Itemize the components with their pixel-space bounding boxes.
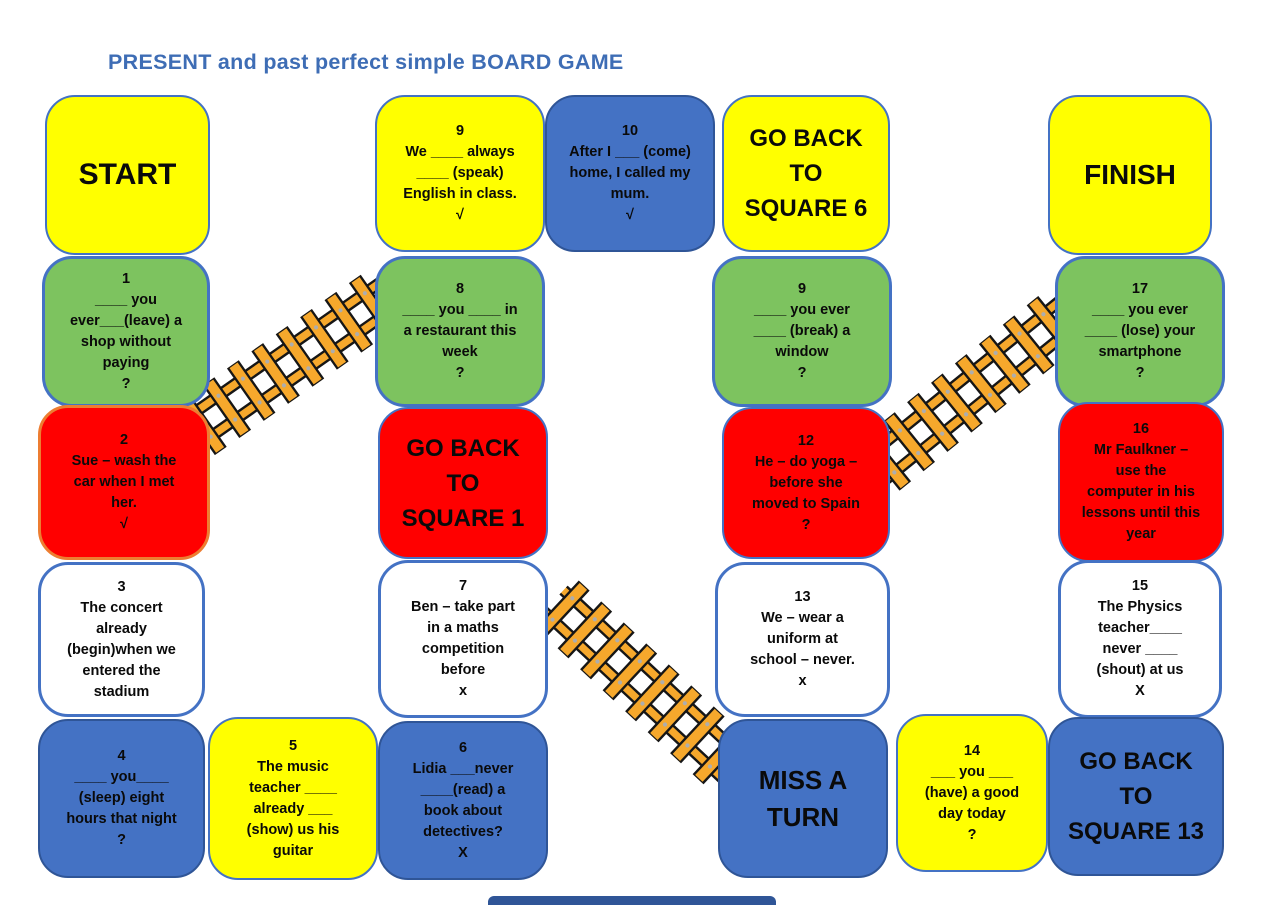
square-text: After I ___ (come) home, I called my mum… bbox=[569, 144, 691, 223]
square-17: 17 ____ you ever ____ (lose) your smartp… bbox=[1055, 256, 1225, 407]
square-label: GO BACK TO SQUARE 1 bbox=[401, 434, 525, 532]
square-text: Sue – wash the car when I met her. √ bbox=[71, 453, 177, 532]
square-3: 3 The concert already (begin)when we ent… bbox=[38, 562, 205, 717]
square-number: 16 bbox=[1132, 421, 1150, 437]
square-text: Lidia ___never ____(read) a book about d… bbox=[412, 760, 514, 861]
ladder-right-icon bbox=[856, 286, 1091, 493]
square-number: 5 bbox=[288, 737, 298, 754]
square-number: 1 bbox=[121, 270, 131, 287]
square-number: 3 bbox=[117, 578, 126, 595]
square-5: 5 The music teacher ____ already ___ (sh… bbox=[208, 717, 378, 880]
square-label: START bbox=[78, 158, 177, 191]
square-go-back-to-13: GO BACK TO SQUARE 13 bbox=[1048, 717, 1224, 876]
page-title: PRESENT and past perfect simple BOARD GA… bbox=[108, 50, 624, 74]
ladder-middle-icon bbox=[532, 577, 758, 794]
square-label: GO BACK TO SQUARE 6 bbox=[744, 125, 868, 222]
square-text: ___ you ___ (have) a good day today ? bbox=[924, 763, 1020, 843]
square-text: The Physics teacher____ never ____ (shou… bbox=[1096, 599, 1184, 699]
square-2: 2 Sue – wash the car when I met her. √ bbox=[38, 405, 210, 560]
square-number: 14 bbox=[963, 742, 981, 759]
square-go-back-to-6: GO BACK TO SQUARE 6 bbox=[722, 95, 890, 252]
square-number: 10 bbox=[621, 123, 639, 139]
square-text: The music teacher ____ already ___ (show… bbox=[246, 758, 340, 859]
square-10: 10 After I ___ (come) home, I called my … bbox=[545, 95, 715, 252]
square-finish: FINISH bbox=[1048, 95, 1212, 255]
square-label: GO BACK TO SQUARE 13 bbox=[1067, 748, 1205, 845]
square-9-green: 9 ____ you ever ____ (break) a window ? bbox=[712, 256, 892, 407]
square-6: 6 Lidia ___never ____(read) a book about… bbox=[378, 721, 548, 880]
square-text: ____ you____ (sleep) eight hours that ni… bbox=[66, 769, 177, 848]
square-text: He – do yoga – before she moved to Spain… bbox=[752, 453, 860, 533]
square-text: ____ you ever ____ (break) a window ? bbox=[753, 302, 851, 381]
square-number: 17 bbox=[1131, 281, 1149, 297]
square-miss-a-turn: MISS A TURN bbox=[718, 719, 888, 878]
square-16: 16 Mr Faulkner – use the computer in his… bbox=[1058, 402, 1224, 562]
square-13: 13 We – wear a uniform at school – never… bbox=[715, 562, 890, 717]
square-number: 9 bbox=[797, 281, 807, 297]
square-number: 2 bbox=[119, 432, 129, 448]
partial-square-bottom bbox=[488, 896, 776, 905]
square-number: 8 bbox=[455, 281, 465, 297]
square-number: 4 bbox=[117, 748, 126, 764]
square-number: 9 bbox=[455, 123, 465, 139]
square-text: We ____ always ____ (speak) English in c… bbox=[403, 144, 517, 223]
square-number: 12 bbox=[797, 432, 815, 449]
square-text: We – wear a uniform at school – never. x bbox=[750, 610, 855, 689]
square-label: MISS A TURN bbox=[758, 764, 848, 832]
square-12: 12 He – do yoga – before she moved to Sp… bbox=[722, 407, 890, 559]
square-text: ____ you ____ in a restaurant this week … bbox=[402, 302, 518, 381]
square-1: 1 ____ you ever___(leave) a shop without… bbox=[42, 256, 210, 407]
square-text: Ben – take part in a maths competition b… bbox=[411, 599, 515, 699]
square-number: 7 bbox=[458, 578, 468, 594]
square-4: 4 ____ you____ (sleep) eight hours that … bbox=[38, 719, 205, 878]
square-15: 15 The Physics teacher____ never ____ (s… bbox=[1058, 560, 1222, 718]
square-text: Mr Faulkner – use the computer in his le… bbox=[1081, 442, 1201, 542]
square-number: 15 bbox=[1131, 578, 1149, 594]
square-start: START bbox=[45, 95, 210, 255]
square-7: 7 Ben – take part in a maths competition… bbox=[378, 560, 548, 718]
square-number: 6 bbox=[458, 739, 468, 756]
square-text: The concert already (begin)when we enter… bbox=[67, 599, 176, 700]
square-text: ____ you ever ____ (lose) your smartphon… bbox=[1084, 302, 1196, 381]
square-number: 13 bbox=[794, 589, 811, 605]
square-label: FINISH bbox=[1084, 159, 1176, 190]
square-8: 8 ____ you ____ in a restaurant this wee… bbox=[375, 256, 545, 407]
square-9-yellow: 9 We ____ always ____ (speak) English in… bbox=[375, 95, 545, 252]
square-text: ____ you ever___(leave) a shop without p… bbox=[69, 291, 183, 392]
square-14: 14 ___ you ___ (have) a good day today ? bbox=[896, 714, 1048, 872]
square-go-back-to-1: GO BACK TO SQUARE 1 bbox=[378, 407, 548, 559]
